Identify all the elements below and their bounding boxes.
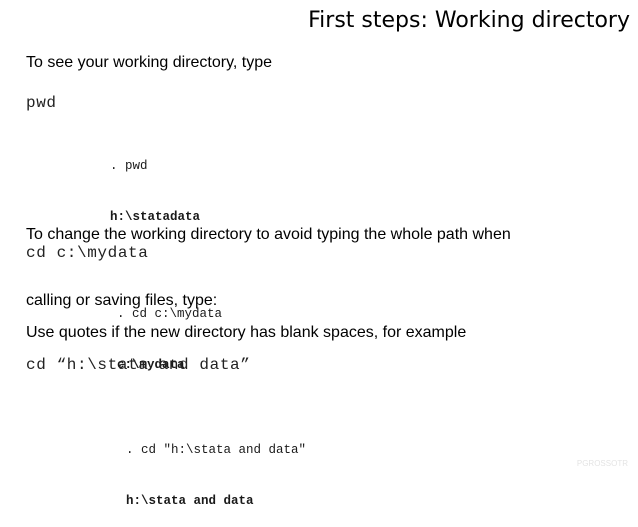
- cd-quotes-output: . cd "h:\stata and data" h:\stata and da…: [126, 408, 306, 527]
- watermark: PGROSSOTR: [576, 459, 628, 468]
- cd-output-result: c:\mydata: [117, 358, 185, 372]
- pwd-output-command: . pwd: [110, 159, 148, 173]
- cd-output: . cd c:\mydata c:\mydata: [117, 272, 222, 391]
- cd-quotes-output-command: . cd "h:\stata and data": [126, 443, 307, 457]
- change-dir-text: To change the working directory to avoid…: [26, 180, 511, 334]
- cd-command: cd c:\mydata: [26, 244, 149, 262]
- slide-title: First steps: Working directory: [308, 8, 630, 33]
- change-dir-text-line1: To change the working directory to avoid…: [26, 226, 511, 243]
- change-dir-text-line2: calling or saving files, type:: [26, 292, 218, 309]
- cd-quotes-output-result: h:\stata and data: [126, 494, 254, 508]
- quotes-text: Use quotes if the new directory has blan…: [26, 324, 467, 341]
- pwd-output-result: h:\statadata: [110, 210, 201, 224]
- cd-quotes-command: cd “h:\stata and data”: [26, 356, 251, 374]
- cd-output-command: . cd c:\mydata: [117, 307, 223, 321]
- pwd-output: . pwd h:\statadata: [110, 124, 200, 243]
- intro-text: To see your working directory, type: [26, 54, 273, 71]
- pwd-command: pwd: [26, 94, 57, 112]
